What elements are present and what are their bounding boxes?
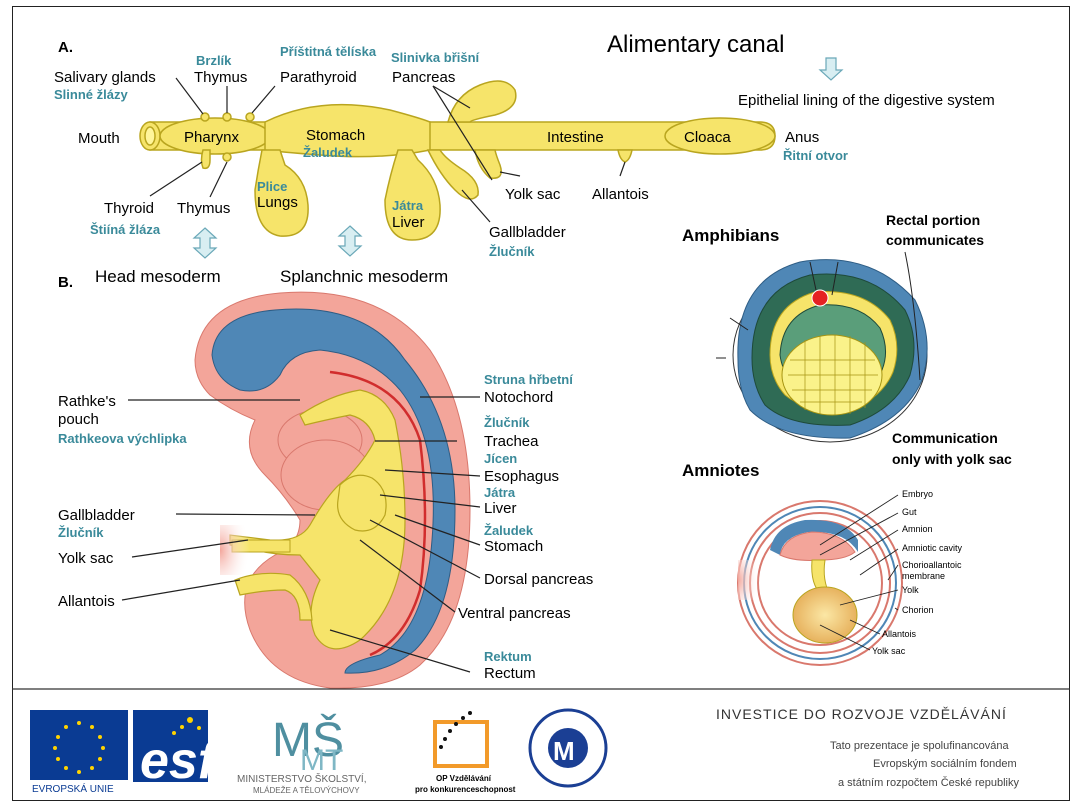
msmt-2-label: MLÁDEŽE A TĚLOVÝCHOVY	[253, 786, 360, 795]
op-2-label: pro konkurenceschopnost	[415, 785, 516, 794]
rectum-label: Rectum	[484, 665, 536, 682]
section-b-marker: B.	[58, 274, 73, 291]
esophagus-cz-label: Jícen	[484, 451, 517, 466]
thymus-top-label: Thymus	[194, 69, 247, 86]
6-label: Yolk	[902, 585, 919, 595]
msmt-logo: MŠ MT MINISTERSTVO ŠKOLSTVÍ, MLÁDEŽE A T…	[237, 713, 366, 795]
eu-logo: EVROPSKÁ UNIE	[30, 710, 128, 795]
section-a-marker: A.	[58, 39, 73, 56]
lungs-cz-label: Plice	[257, 179, 287, 194]
gallbladder-label: Gallbladder	[489, 224, 566, 241]
amniote-egg-diagram	[738, 495, 902, 665]
thymus-top-cz-label: Brzlík	[196, 53, 232, 68]
liver-cz-label: Játra	[484, 485, 516, 500]
esf-logo: esf	[133, 710, 220, 790]
anus-label: Anus	[785, 129, 819, 146]
op-1-label: OP Vzdělávání	[436, 774, 492, 783]
title-label: Amphibians	[682, 226, 779, 245]
liver-label: Liver	[392, 214, 425, 231]
rectum-cz-label: Rektum	[484, 649, 532, 664]
stomach-label: Stomach	[484, 538, 543, 555]
intestine-label: Intestine	[547, 129, 604, 146]
amphibian-egg-diagram	[716, 252, 927, 442]
8-label: Allantois	[882, 629, 917, 639]
stomach-cz-label: Žaludek	[484, 523, 534, 538]
anus-cz-label: Řitní otvor	[783, 148, 848, 163]
pancreas-cz-label: Slinivka břišní	[391, 50, 480, 65]
notochord-cz-label: Struna hřbetní	[484, 372, 573, 387]
cofinance-3-label: a státním rozpočtem České republiky	[838, 776, 1019, 789]
7-label: Chorion	[902, 605, 934, 615]
stomach-label: Stomach	[306, 127, 365, 144]
svg-text:esf: esf	[140, 732, 220, 790]
note-1-label: Communication	[892, 430, 998, 446]
0-label: Embryo	[902, 489, 933, 499]
3-label: Amniotic cavity	[902, 543, 963, 553]
note-1-label: Rectal portion	[886, 212, 980, 228]
double-arrow-icon	[339, 226, 361, 256]
5-label: membrane	[902, 571, 945, 581]
yolk-sac-label: Yolk sac	[505, 186, 561, 203]
alimentary-title: Alimentary canal	[607, 31, 784, 58]
stomach-cz-label: Žaludek	[303, 145, 353, 160]
allantois-label: Allantois	[592, 186, 649, 203]
dorsal-pancreas-label: Dorsal pancreas	[484, 571, 593, 588]
masaryk-university-seal: M	[530, 710, 606, 786]
head-mesoderm-label: Head mesoderm	[95, 267, 221, 286]
amniote-yolk	[793, 587, 857, 643]
thymus-bottom-label: Thymus	[177, 200, 230, 217]
4-label: Chorioallantoic	[902, 560, 962, 570]
note-2-label: communicates	[886, 232, 984, 248]
ventral-pancreas-label: Ventral pancreas	[458, 605, 571, 622]
esophagus-label: Esophagus	[484, 468, 559, 485]
salivary-label: Salivary glands	[54, 69, 156, 86]
pouch-label: pouch	[58, 411, 99, 428]
op-logo: OP Vzdělávání pro konkurenceschopnost	[415, 711, 516, 794]
notochord-label: Notochord	[484, 389, 553, 406]
blastopore-marker	[812, 290, 828, 306]
parathyroid-cz-label: Příštitná tělíska	[280, 44, 377, 59]
lungs-label: Lungs	[257, 194, 298, 211]
trachea-cz-label: Žlučník	[484, 415, 530, 430]
trachea-label: Trachea	[484, 433, 539, 450]
salivary-cz-label: Slinné žlázy	[54, 87, 128, 102]
epithelial-subtitle: Epithelial lining of the digestive syste…	[738, 92, 995, 109]
alimentary-canal-diagram	[140, 81, 775, 240]
yolk-sac-label: Yolk sac	[58, 550, 114, 567]
thyroid-label: Thyroid	[104, 200, 154, 217]
msmt-1-label: MINISTERSTVO ŠKOLSTVÍ,	[237, 772, 366, 785]
svg-text:MT: MT	[300, 744, 343, 777]
gallbladder-cz-label: Žlučník	[58, 525, 104, 540]
note-2-label: only with yolk sac	[892, 451, 1012, 467]
title-label: Amniotes	[682, 461, 759, 480]
mouth-label: Mouth	[78, 130, 120, 147]
liver-cz-label: Játra	[392, 198, 424, 213]
svg-text:M: M	[553, 736, 575, 766]
gallbladder-cz-label: Žlučník	[489, 244, 535, 259]
double-arrow-icon	[194, 228, 216, 258]
cofinance-text: INVESTICE DO ROZVOJE VZDĚLÁVÁNÍ Tato pre…	[716, 706, 1019, 789]
down-arrow-icon	[820, 58, 842, 80]
gallbladder-label: Gallbladder	[58, 507, 135, 524]
2-label: Amnion	[902, 524, 933, 534]
splanchnic-mesoderm-label: Splanchnic mesoderm	[280, 267, 448, 286]
1-label: Gut	[902, 507, 917, 517]
allantois-label: Allantois	[58, 593, 115, 610]
embryo-diagram	[195, 292, 470, 688]
thyroid-cz-label: Štiíná žláza	[90, 222, 161, 237]
9-label: Yolk sac	[872, 646, 906, 656]
parathyroid-label: Parathyroid	[280, 69, 357, 86]
pharynx-label: Pharynx	[184, 129, 240, 146]
rathke-cz-label: Rathkeova výchlipka	[58, 431, 187, 446]
cofinance-2-label: Evropským sociálním fondem	[873, 758, 1017, 770]
cofinance-1-label: Tato prezentace je spolufinancována	[830, 740, 1009, 752]
eu-label: EVROPSKÁ UNIE	[32, 782, 114, 795]
pancreas-label: Pancreas	[392, 69, 455, 86]
investice-label: INVESTICE DO ROZVOJE VZDĚLÁVÁNÍ	[716, 706, 1007, 722]
cloaca-label: Cloaca	[684, 129, 731, 146]
rathke-label: Rathke's	[58, 393, 116, 410]
liver-label: Liver	[484, 500, 517, 517]
